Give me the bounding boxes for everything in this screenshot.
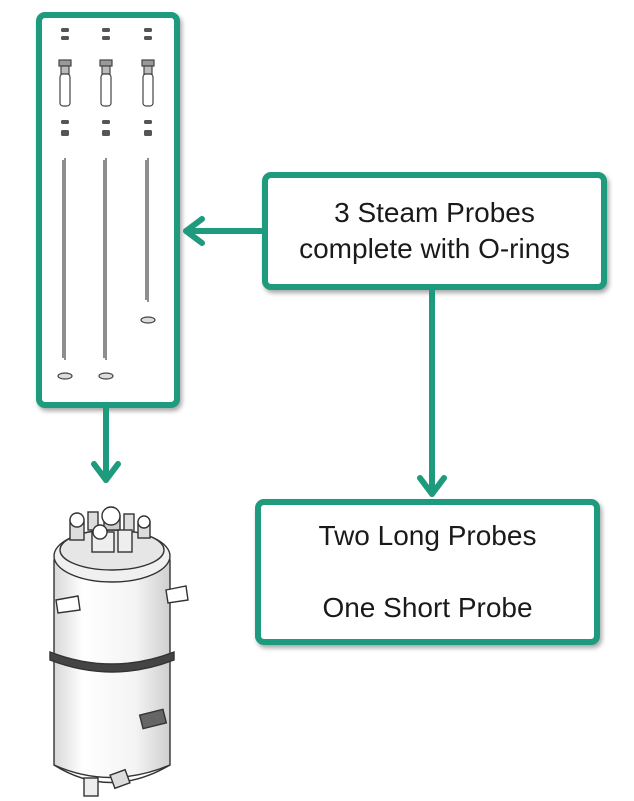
short-probe-label: One Short Probe (322, 592, 533, 623)
arrow-icon (183, 216, 265, 246)
steam-probe-icon (140, 28, 156, 324)
arrow-icon (91, 405, 121, 483)
probes-callout-line-1: 3 Steam Probes (334, 197, 535, 228)
probe-types-callout-box: Two Long Probes One Short Probe (255, 499, 600, 645)
long-probes-label: Two Long Probes (318, 520, 537, 551)
steam-probe-icon (57, 28, 73, 380)
steam-probe-icon (98, 28, 114, 380)
arrow-icon (417, 287, 447, 497)
probes-callout-line-2: complete with O-rings (299, 233, 570, 264)
steam-cylinder-icon (49, 506, 189, 797)
probes-callout-box: 3 Steam Probes complete with O-rings (262, 172, 607, 290)
